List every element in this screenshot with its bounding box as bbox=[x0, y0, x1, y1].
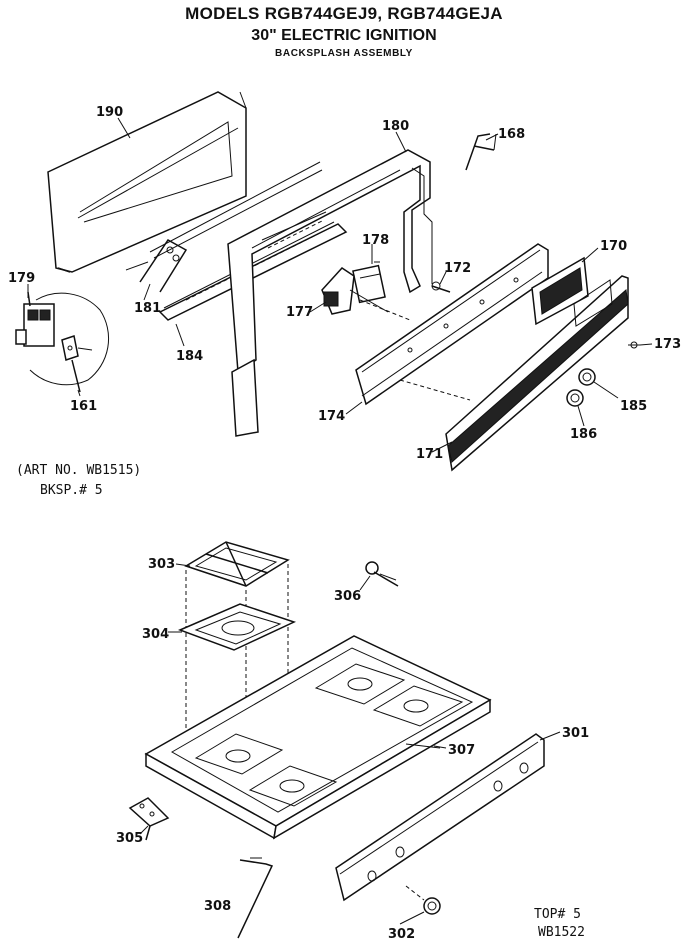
label-171: 171 bbox=[416, 447, 443, 462]
drip-pan-304 bbox=[177, 603, 297, 651]
knob-185 bbox=[578, 368, 596, 386]
label-181: 181 bbox=[134, 301, 161, 316]
knob-186 bbox=[566, 389, 584, 407]
rear-cover-panel-190 bbox=[47, 91, 247, 273]
label-305: 305 bbox=[116, 831, 143, 846]
label-178: 178 bbox=[362, 233, 389, 248]
bracket-181 bbox=[125, 239, 188, 293]
screw-172 bbox=[431, 281, 451, 293]
label-308: 308 bbox=[204, 899, 231, 914]
label-180: 180 bbox=[382, 119, 409, 134]
control-panel-174 bbox=[355, 243, 549, 406]
hinge-bracket-305 bbox=[128, 797, 170, 841]
support-rod-308 bbox=[237, 857, 274, 939]
label-301: 301 bbox=[562, 726, 589, 741]
grate-303 bbox=[184, 541, 290, 587]
switch-177 bbox=[321, 267, 411, 321]
cooktop-307 bbox=[144, 635, 492, 840]
section-title: BACKSPLASH ASSEMBLY bbox=[275, 48, 413, 59]
label-185: 185 bbox=[620, 399, 647, 414]
label-168: 168 bbox=[498, 127, 525, 142]
diagram-subtitle: 30" ELECTRIC IGNITION bbox=[251, 27, 437, 44]
front-control-panel-301 bbox=[335, 733, 545, 902]
diagram-title: MODELS RGB744GEJ9, RGB744GEJA bbox=[185, 4, 503, 23]
label-186: 186 bbox=[570, 427, 597, 442]
top-number-note: TOP# 5 bbox=[534, 907, 581, 922]
label-173: 173 bbox=[654, 337, 681, 352]
label-170: 170 bbox=[600, 239, 627, 254]
label-307: 307 bbox=[448, 743, 475, 758]
leader-lines bbox=[27, 117, 653, 925]
knob-302 bbox=[405, 885, 441, 915]
label-179: 179 bbox=[8, 271, 35, 286]
terminal-block-179 bbox=[15, 291, 110, 386]
backsplash-number-note: BKSP.# 5 bbox=[40, 483, 103, 498]
screw-173 bbox=[628, 341, 640, 349]
backsplash-frame-180 bbox=[227, 149, 433, 437]
label-306: 306 bbox=[334, 589, 361, 604]
label-184: 184 bbox=[176, 349, 203, 364]
vent-grille-170 bbox=[531, 256, 589, 326]
label-303: 303 bbox=[148, 557, 175, 572]
label-304: 304 bbox=[142, 627, 169, 642]
label-177: 177 bbox=[286, 305, 313, 320]
label-161: 161 bbox=[70, 399, 97, 414]
bracket-161 bbox=[61, 335, 93, 393]
label-174: 174 bbox=[318, 409, 345, 424]
art-number-note: (ART NO. WB1515) bbox=[16, 463, 141, 478]
valve-306 bbox=[365, 561, 399, 587]
label-302: 302 bbox=[388, 927, 415, 942]
clip-168 bbox=[465, 133, 497, 171]
front-panel-171 bbox=[399, 275, 629, 472]
switch-178 bbox=[352, 261, 386, 304]
top-code-note: WB1522 bbox=[538, 925, 585, 940]
label-190: 190 bbox=[96, 105, 123, 120]
label-172: 172 bbox=[444, 261, 471, 276]
